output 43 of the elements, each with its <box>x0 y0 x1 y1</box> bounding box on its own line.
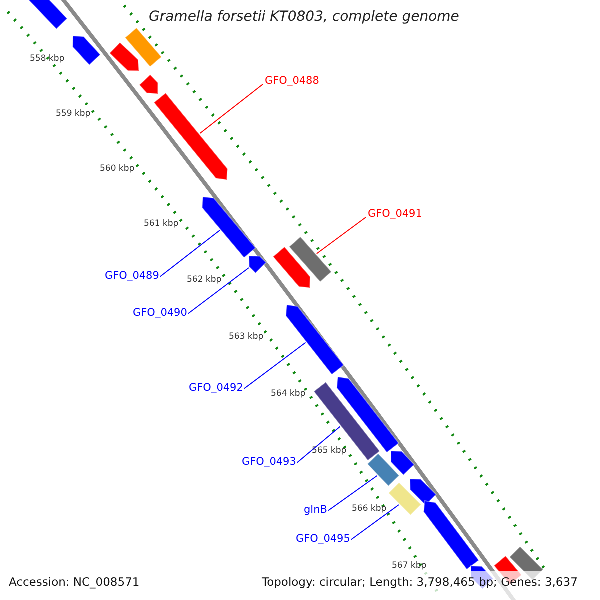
gene-feature <box>286 304 345 376</box>
gene-label: GFO_0495 <box>296 534 350 544</box>
gene-feature <box>202 196 256 259</box>
gene-label: GFO_0493 <box>242 457 296 468</box>
gene-feature <box>409 478 438 506</box>
tick-label: 561 kbp <box>144 220 179 228</box>
tick-label: 558 kbp <box>30 55 65 64</box>
title: Gramella forsetii KT0803, complete genome <box>149 10 460 24</box>
leader-line <box>328 475 378 512</box>
leader-line <box>244 342 306 390</box>
tick-label: 560 kbp <box>100 165 135 174</box>
gene-label: GFO_0491 <box>368 209 422 220</box>
gene-label: GFO_0489 <box>105 271 160 282</box>
leader-line <box>200 84 264 134</box>
gene-feature <box>248 255 268 274</box>
gene-feature <box>72 35 102 66</box>
tick-label: 567 kbp <box>392 562 427 570</box>
gene-feature <box>390 450 416 476</box>
gene-feature <box>272 246 311 289</box>
tick-label: 566 kbp <box>352 505 387 514</box>
gene-label: GFO_0488 <box>265 76 320 86</box>
leader-line <box>316 217 366 254</box>
gene-feature <box>388 482 422 516</box>
leader-line <box>188 268 250 314</box>
leader-line <box>160 230 220 278</box>
tick-label: 564 kbp <box>271 390 306 398</box>
gene-label: glnB <box>304 505 328 516</box>
accession-text: Accession: NC_008571 <box>9 577 140 588</box>
leader-line <box>296 426 341 464</box>
gene-feature <box>124 27 162 68</box>
tick-label: 565 kbp <box>312 447 347 456</box>
gene-feature <box>313 382 381 462</box>
tick-label: 563 kbp <box>229 333 264 342</box>
gene-feature <box>138 74 159 95</box>
gene-label: GFO_0492 <box>189 383 244 394</box>
tick-label: 562 kbp <box>187 276 222 284</box>
genome-summary-text: Topology: circular; Length: 3,798,465 bp; Genes: 3,637 <box>262 577 578 588</box>
gene-label: GFO_0490 <box>133 308 188 318</box>
tick-label: 559 kbp <box>56 110 91 118</box>
leader-line <box>350 504 400 540</box>
gene-feature <box>153 92 228 181</box>
gene-feature <box>288 236 332 283</box>
gene-feature <box>109 42 140 72</box>
